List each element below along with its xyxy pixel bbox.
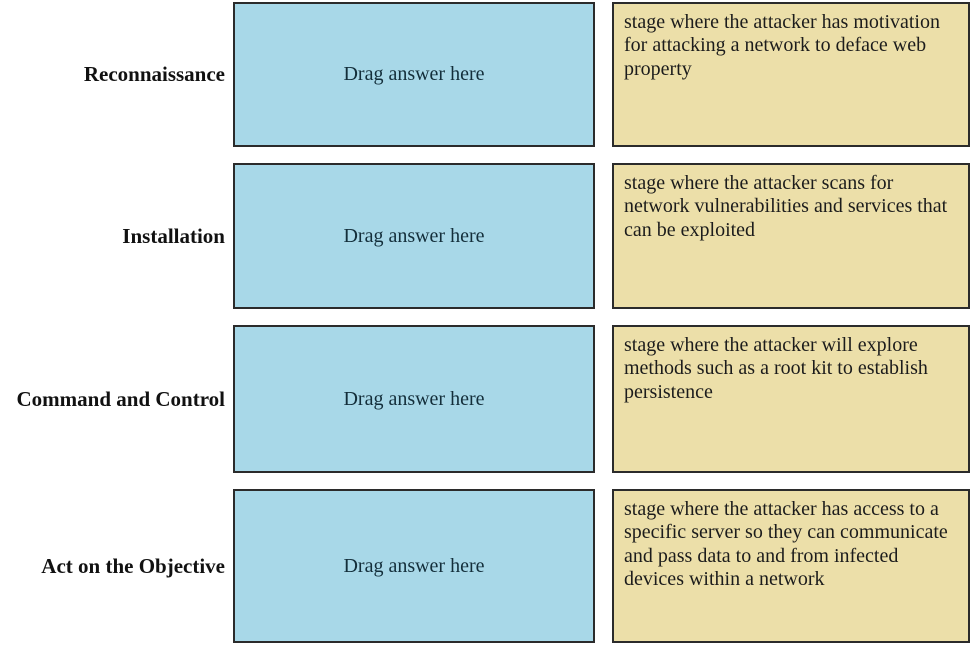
match-row: Command and Control Drag answer here sta… — [0, 325, 974, 473]
stage-label-command-and-control: Command and Control — [16, 386, 225, 411]
drop-zone-placeholder: Drag answer here — [343, 554, 485, 577]
stage-label-act-on-the-objective: Act on the Objective — [41, 553, 225, 578]
stage-label-reconnaissance: Reconnaissance — [83, 62, 225, 86]
drop-zone-placeholder: Drag answer here — [343, 387, 485, 410]
drop-zone-command-and-control[interactable]: Drag answer here — [233, 325, 595, 473]
match-row: Reconnaissance Drag answer here stage wh… — [0, 2, 974, 147]
match-row: Act on the Objective Drag answer here st… — [0, 489, 974, 643]
match-row: Installation Drag answer here stage wher… — [0, 163, 974, 309]
answer-card-motivation[interactable]: stage where the attacker has motivation … — [612, 2, 970, 147]
drop-zone-installation[interactable]: Drag answer here — [233, 163, 595, 309]
stage-label-installation: Installation — [122, 223, 225, 248]
drop-zone-act-on-the-objective[interactable]: Drag answer here — [233, 489, 595, 643]
answer-card-server-access[interactable]: stage where the attacker has access to a… — [612, 489, 970, 643]
answer-card-rootkit[interactable]: stage where the attacker will explore me… — [612, 325, 970, 473]
answer-card-scanning[interactable]: stage where the attacker scans for netwo… — [612, 163, 970, 309]
drop-zone-placeholder: Drag answer here — [343, 63, 485, 85]
drop-zone-reconnaissance[interactable]: Drag answer here — [233, 2, 595, 147]
drop-zone-placeholder: Drag answer here — [343, 224, 485, 247]
